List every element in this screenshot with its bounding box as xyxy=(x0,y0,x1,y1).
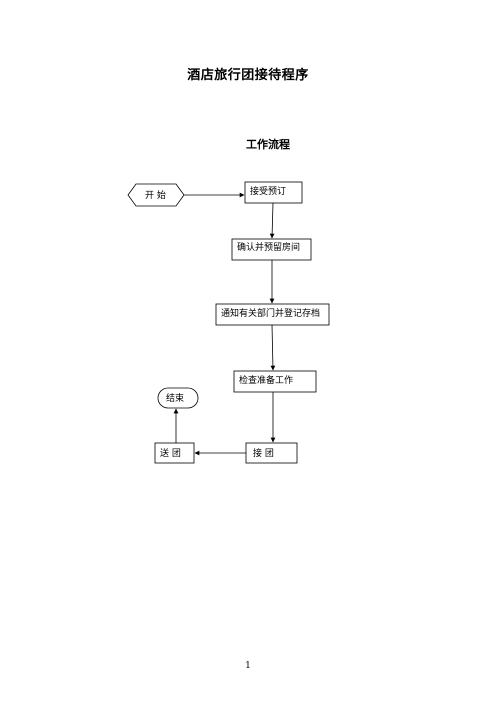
start-label: 开 始 xyxy=(145,189,166,201)
step-receive-group-label: 接 团 xyxy=(253,447,274,459)
step-notify-departments: 通知有关部门并登记存档 xyxy=(215,303,330,326)
end-label: 结束 xyxy=(166,392,184,404)
step-confirm-reserve-label: 确认并预留房间 xyxy=(237,241,300,253)
step-receive-group: 接 团 xyxy=(245,442,298,464)
arrow-notify-to-check xyxy=(270,324,276,371)
arrow-booking-to-confirm xyxy=(269,202,275,239)
step-notify-departments-label: 通知有关部门并登记存档 xyxy=(221,307,320,319)
step-receive-booking: 接受预订 xyxy=(244,181,303,204)
step-receive-booking-label: 接受预订 xyxy=(250,185,286,197)
step-send-off-group: 送 团 xyxy=(154,442,195,464)
page-number: 1 xyxy=(245,661,251,671)
step-check-preparation-label: 检查准备工作 xyxy=(239,374,293,386)
end-node: 结束 xyxy=(157,387,199,409)
document-title: 酒店旅行团接待程序 xyxy=(187,68,309,83)
section-heading: 工作流程 xyxy=(246,138,290,151)
step-send-off-group-label: 送 团 xyxy=(160,447,181,459)
start-node: 开 始 xyxy=(127,183,185,207)
step-check-preparation: 检查准备工作 xyxy=(233,370,317,393)
step-confirm-reserve: 确认并预留房间 xyxy=(231,238,312,261)
